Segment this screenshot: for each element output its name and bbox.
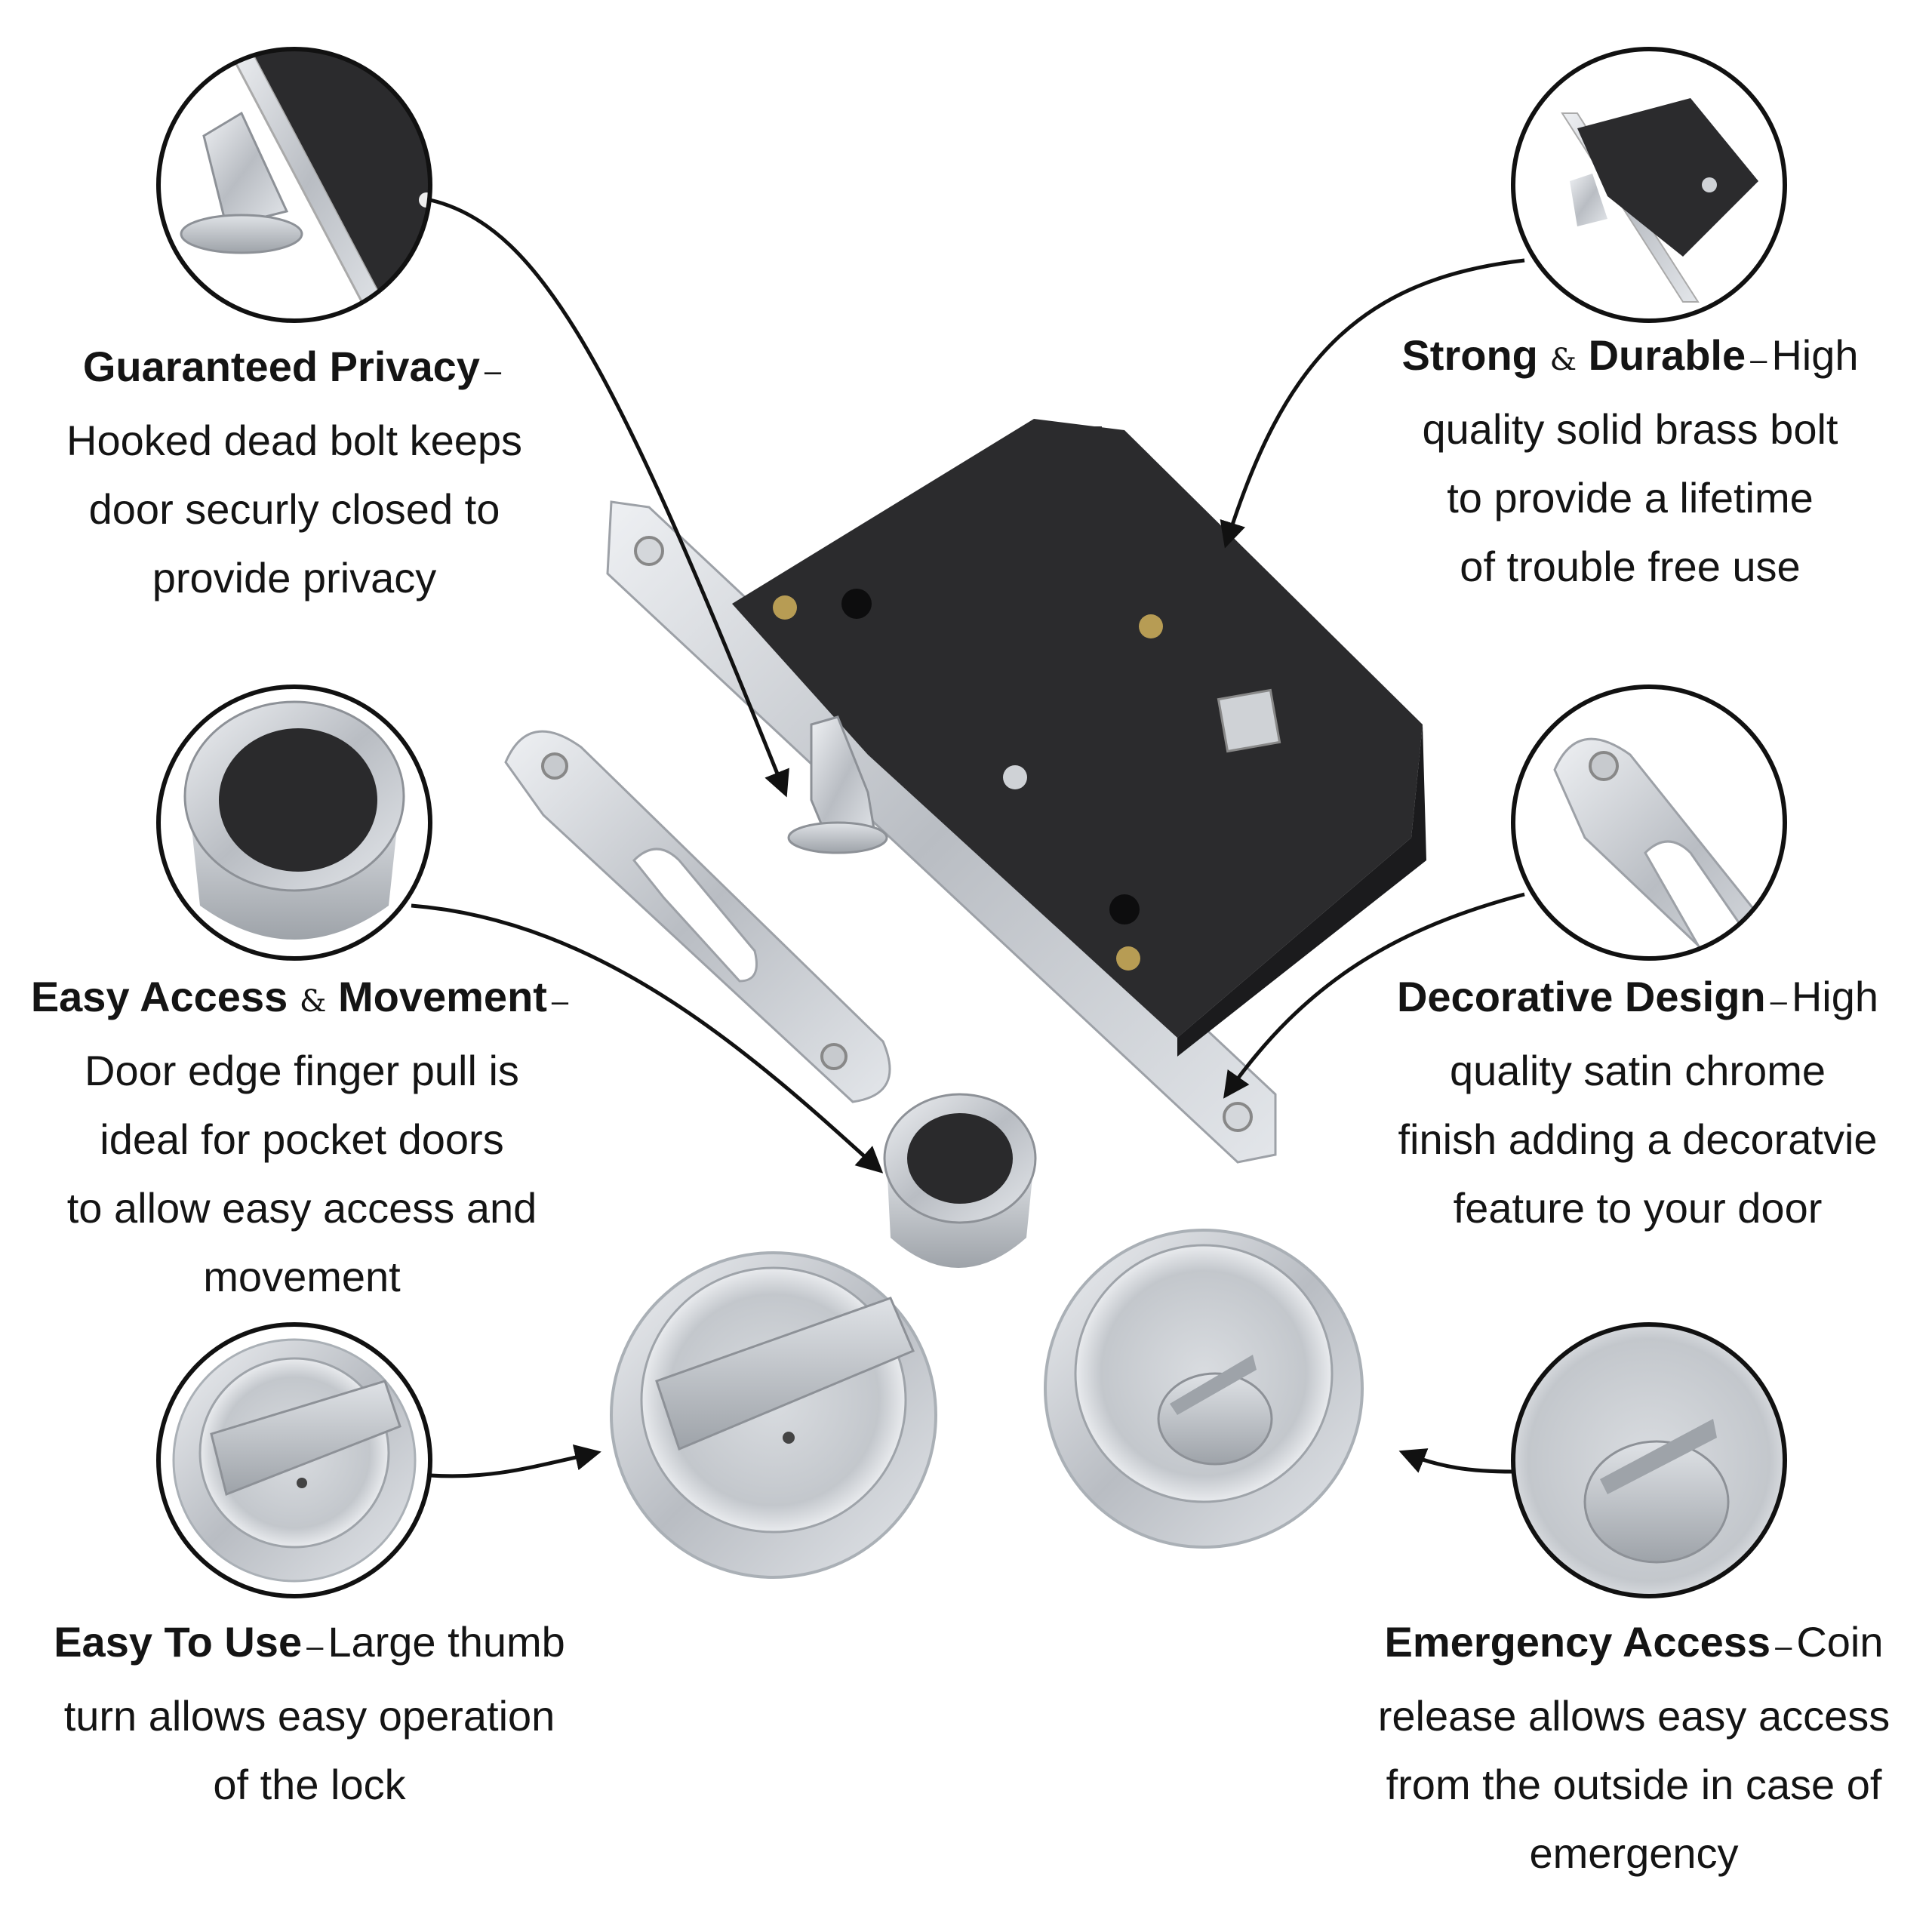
detail-circle-durable bbox=[1511, 47, 1787, 323]
callout-access: Easy Access & Movement– Door edge finger… bbox=[30, 973, 569, 1300]
thumb-turn-icon bbox=[610, 1251, 937, 1579]
callout-privacy: Guaranteed Privacy– Hooked dead bolt kee… bbox=[66, 343, 522, 601]
leader-arrows bbox=[411, 198, 1525, 1478]
callout-easy-use: Easy To Use–Large thumb turn allows easy… bbox=[54, 1618, 565, 1808]
finger-pull-icon bbox=[883, 1093, 1037, 1268]
strike-plate-icon bbox=[504, 730, 891, 1103]
callout-emergency: Emergency Access–Coin release allows eas… bbox=[1377, 1618, 1890, 1877]
coin-release-icon bbox=[1044, 1229, 1364, 1549]
arrow-easy-use bbox=[429, 1444, 601, 1478]
arrow-privacy bbox=[429, 198, 789, 798]
arrow-emergency bbox=[1398, 1448, 1514, 1474]
arrow-decorative bbox=[1223, 892, 1525, 1099]
callout-decorative: Decorative Design–High quality satin chr… bbox=[1396, 973, 1879, 1232]
callout-durable: Strong & Durable–High quality solid bras… bbox=[1401, 331, 1859, 590]
arrow-access bbox=[411, 903, 884, 1174]
arrow-durable bbox=[1220, 258, 1525, 549]
detail-circle-privacy bbox=[156, 47, 432, 323]
callout-title: Guaranteed Privacy bbox=[82, 343, 480, 390]
detail-circle-emergency bbox=[1511, 1322, 1787, 1598]
detail-circle-decorative bbox=[1511, 685, 1787, 961]
lock-body-icon bbox=[606, 419, 1426, 1164]
detail-circle-access bbox=[156, 685, 432, 961]
detail-circle-easy-use bbox=[156, 1322, 432, 1598]
